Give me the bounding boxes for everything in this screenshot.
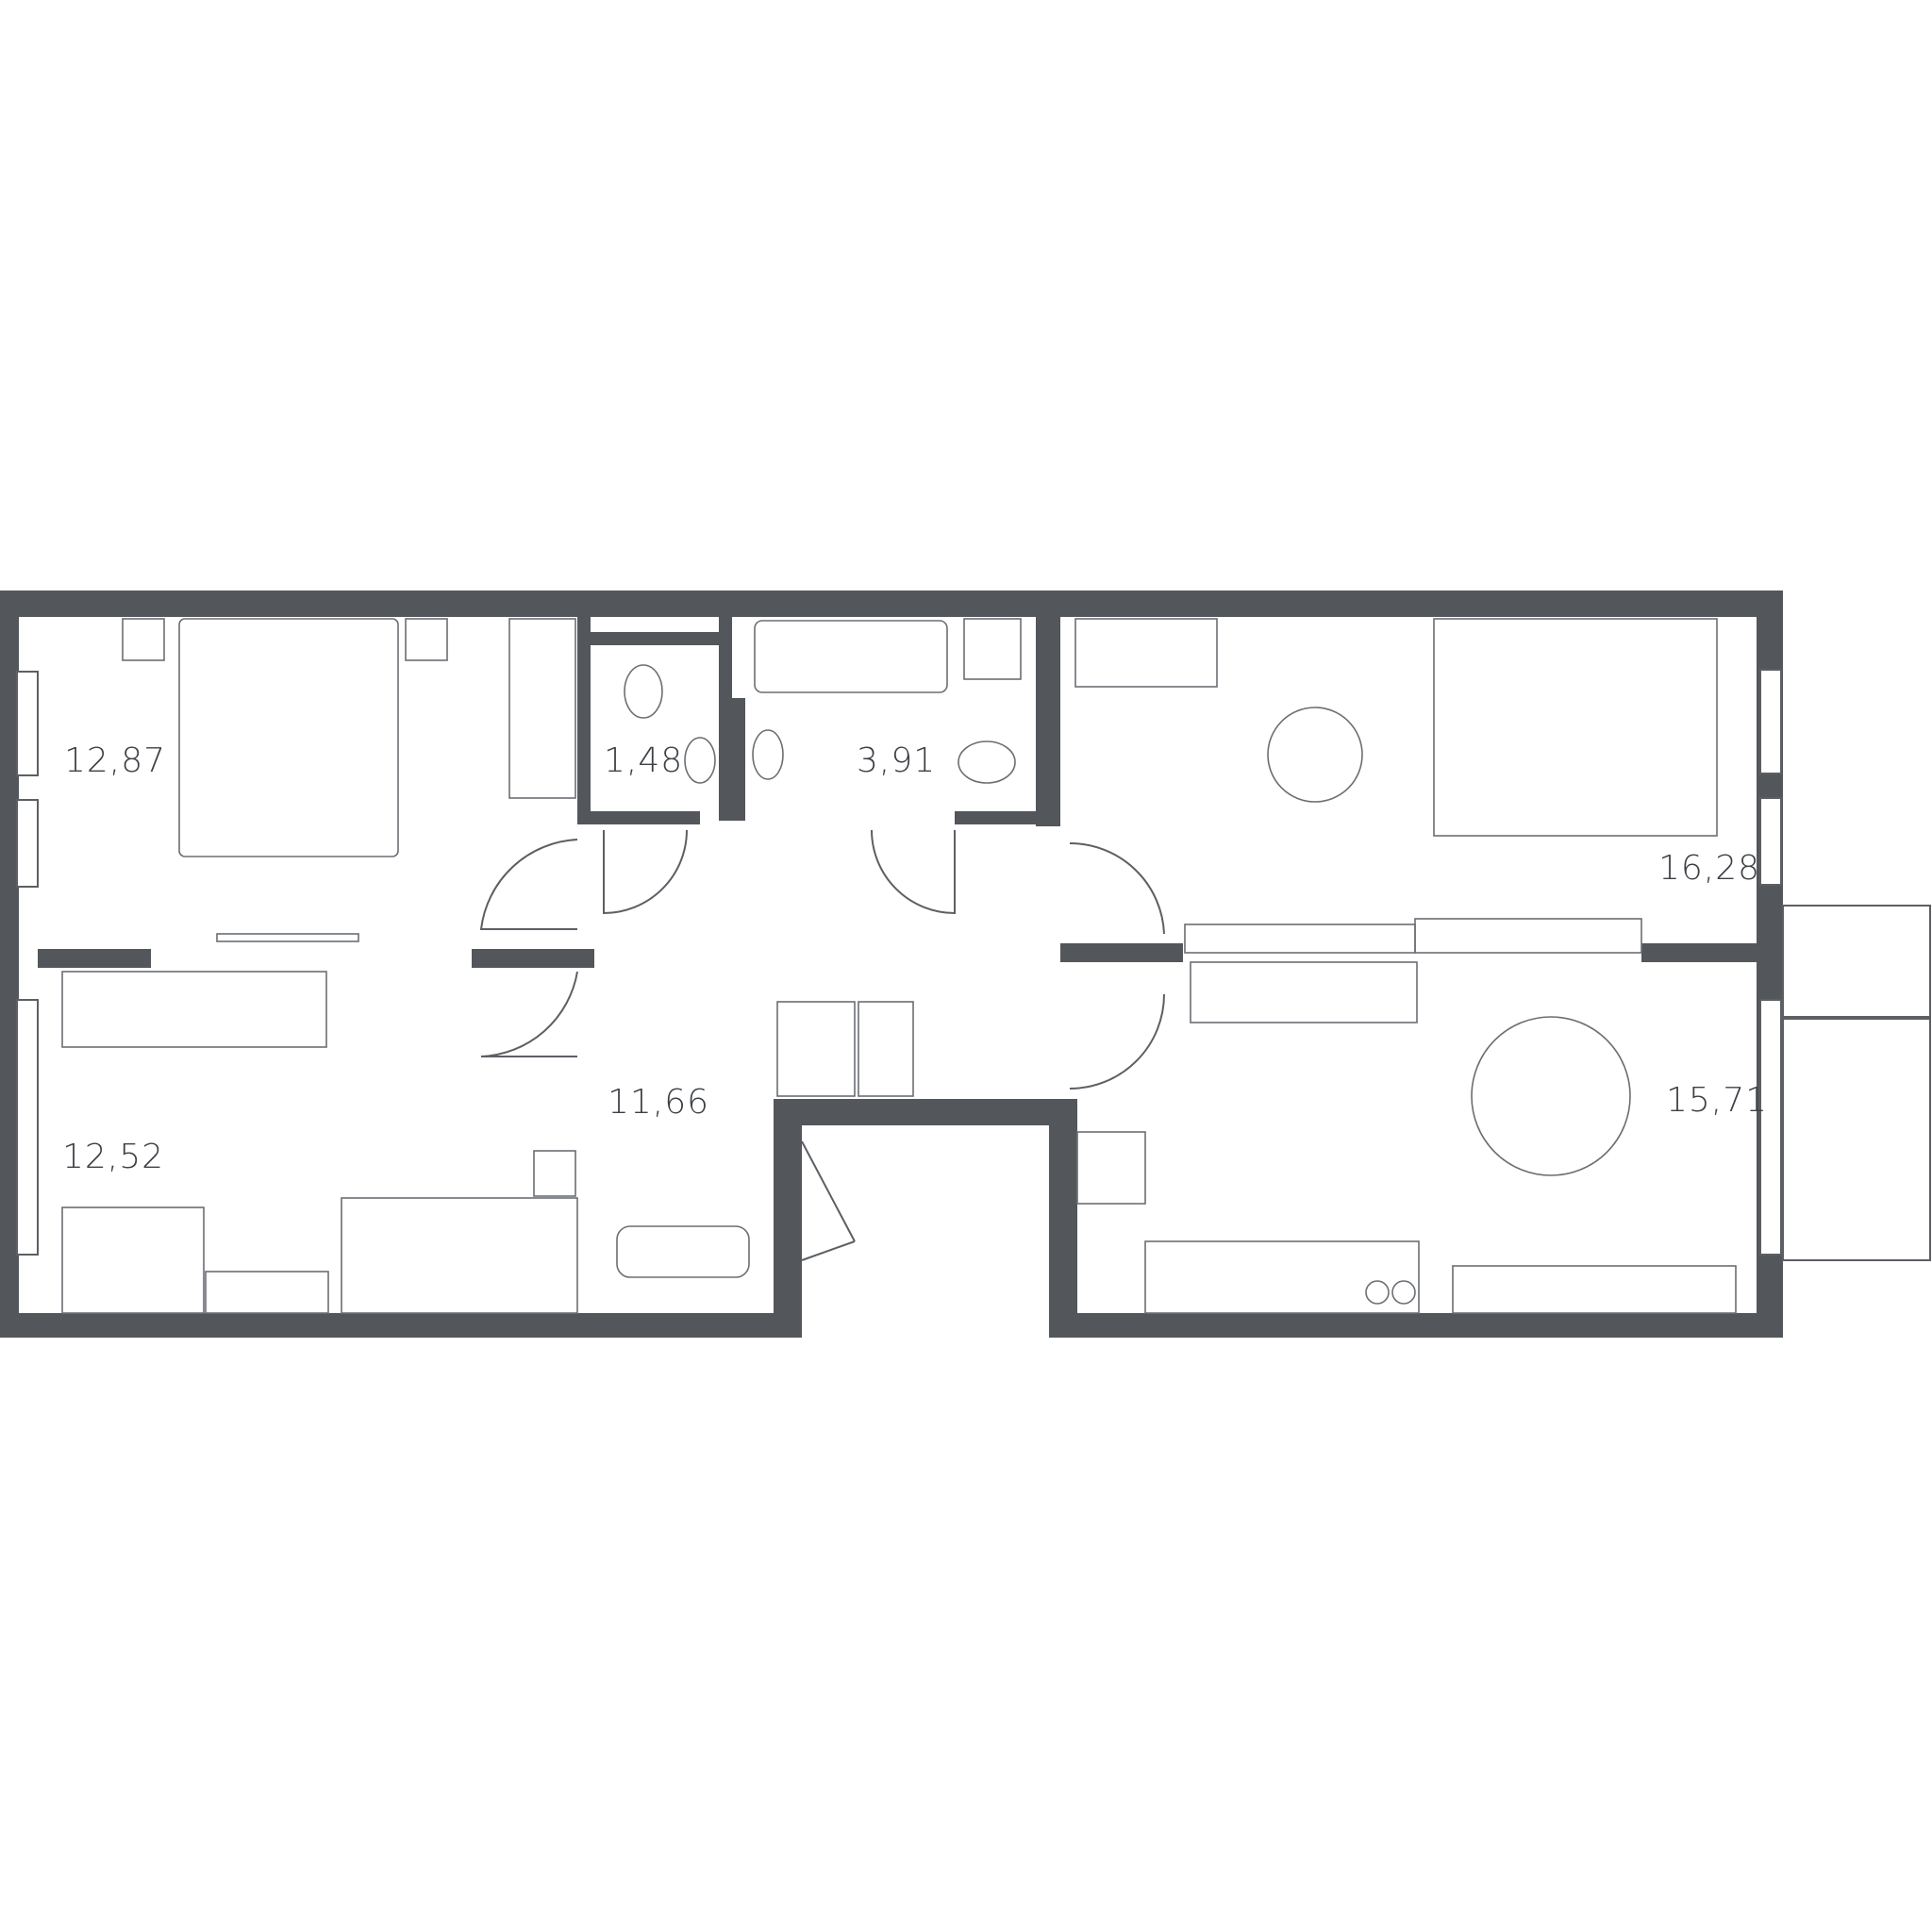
area-label-hallway: 11,66 — [608, 1083, 709, 1122]
wardrobe-bedroom-1 — [508, 618, 576, 799]
sofa — [1433, 618, 1718, 837]
window — [1782, 1018, 1931, 1261]
windows — [16, 669, 1931, 1261]
walls — [0, 591, 1783, 1338]
tv-bedroom-1 — [216, 933, 359, 942]
wall-segment — [774, 1102, 802, 1140]
bed — [178, 618, 399, 857]
wall-segment — [472, 949, 594, 968]
wall-segment — [577, 617, 591, 824]
door-swing — [871, 829, 956, 915]
area-label-toilet: 1,48 — [604, 741, 683, 780]
wall-segment — [726, 698, 745, 821]
window — [1759, 999, 1782, 1256]
window — [16, 671, 39, 776]
window — [1782, 905, 1931, 1018]
wall-segment — [1049, 617, 1060, 826]
hallway-bench — [616, 1225, 750, 1278]
wall-segment — [1641, 943, 1757, 962]
wall-segment — [774, 1099, 1077, 1125]
wall-segment — [1049, 1099, 1077, 1338]
armchair — [1267, 707, 1363, 803]
wall-segment — [1060, 943, 1183, 962]
doors — [479, 829, 1165, 1261]
wall-segment — [1036, 617, 1049, 826]
window — [16, 799, 39, 888]
kitchen-counter — [1144, 1240, 1420, 1314]
wall-segment — [577, 811, 700, 824]
wall-segment — [955, 811, 1040, 824]
bed-bedroom-2 — [341, 1197, 578, 1314]
desk-living — [1074, 618, 1218, 688]
area-label-living-room: 16,28 — [1658, 849, 1760, 888]
dining-table — [1471, 1016, 1631, 1176]
window — [1759, 669, 1782, 774]
wall-segment — [0, 1313, 802, 1338]
hallway-wardrobe — [776, 1001, 856, 1097]
bookshelf-bedroom-2 — [205, 1271, 329, 1314]
door-swing — [1069, 841, 1165, 935]
nightstand-right — [405, 618, 448, 661]
bathroom-toilet — [958, 740, 1016, 784]
door-swing — [603, 829, 688, 915]
area-label-bedroom-2: 12,52 — [62, 1138, 164, 1176]
wall-segment — [0, 591, 19, 1338]
door-swing — [1069, 993, 1165, 1090]
door-swing — [480, 971, 578, 1057]
area-label-bathroom: 3,91 — [857, 741, 936, 780]
toilet-bowl — [624, 664, 663, 719]
nightstand-left — [122, 618, 165, 661]
fridge — [1076, 1131, 1146, 1205]
toilet-sink — [684, 737, 716, 784]
window — [1759, 797, 1782, 886]
wall-segment — [591, 632, 723, 645]
door-swing — [479, 839, 578, 930]
desk-bedroom-2 — [61, 1206, 205, 1314]
wardrobe-bedroom-2 — [61, 971, 327, 1048]
hallway-shelf — [858, 1001, 914, 1097]
window — [16, 999, 39, 1256]
washing-machine — [963, 618, 1022, 680]
hob-burner — [1391, 1280, 1416, 1305]
bathtub — [754, 620, 948, 693]
tv-stand-kitchen — [1452, 1265, 1737, 1314]
furniture — [61, 618, 1737, 1314]
wall-segment — [0, 591, 1783, 617]
door-swing — [801, 1140, 856, 1261]
tv-stand-living — [1414, 918, 1642, 954]
nightstand-bedroom-2 — [533, 1150, 576, 1197]
wall-segment — [1049, 1313, 1783, 1338]
sideboard-kitchen — [1190, 961, 1418, 1023]
area-label-kitchen-dining: 15,71 — [1666, 1081, 1768, 1120]
wall-segment — [38, 949, 151, 968]
bookshelf-living — [1184, 923, 1416, 954]
hob-burner — [1365, 1280, 1390, 1305]
bathroom-sink — [752, 729, 784, 780]
area-label-bedroom-1: 12,87 — [64, 741, 166, 780]
